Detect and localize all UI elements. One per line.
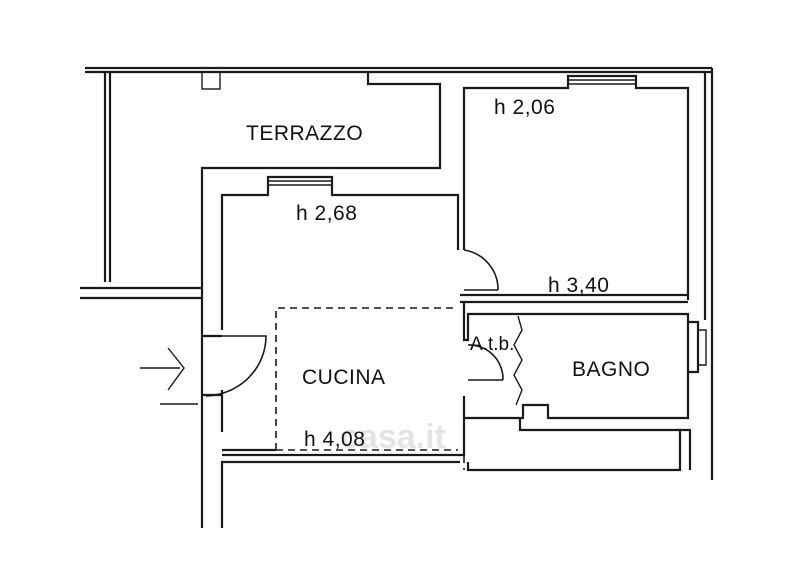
- label-height-room-right: h 2,06: [494, 96, 555, 119]
- outer-walls: [85, 66, 714, 480]
- label-terrazzo: TERRAZZO: [246, 122, 363, 145]
- label-height-room-center: h 2,68: [296, 202, 357, 225]
- label-atb: A.t.b.: [470, 334, 514, 355]
- room-right: [460, 74, 690, 304]
- label-bagno: BAGNO: [572, 358, 650, 381]
- entrance: [140, 298, 267, 528]
- door-swing-entrance: [205, 335, 267, 397]
- door-swing-atb: [467, 344, 504, 381]
- door-swing-center: [463, 249, 499, 291]
- label-cucina: CUCINA: [302, 366, 386, 389]
- terrace-area: [80, 71, 442, 300]
- watermark: casa.it: [340, 418, 446, 456]
- pillar: [201, 71, 221, 90]
- room-center: [220, 175, 499, 330]
- label-height-corridor: h 3,40: [548, 274, 609, 297]
- label-height-cucina: h 4,08: [304, 428, 365, 451]
- bathroom-block: [462, 302, 707, 420]
- bottom-walls: [220, 418, 692, 528]
